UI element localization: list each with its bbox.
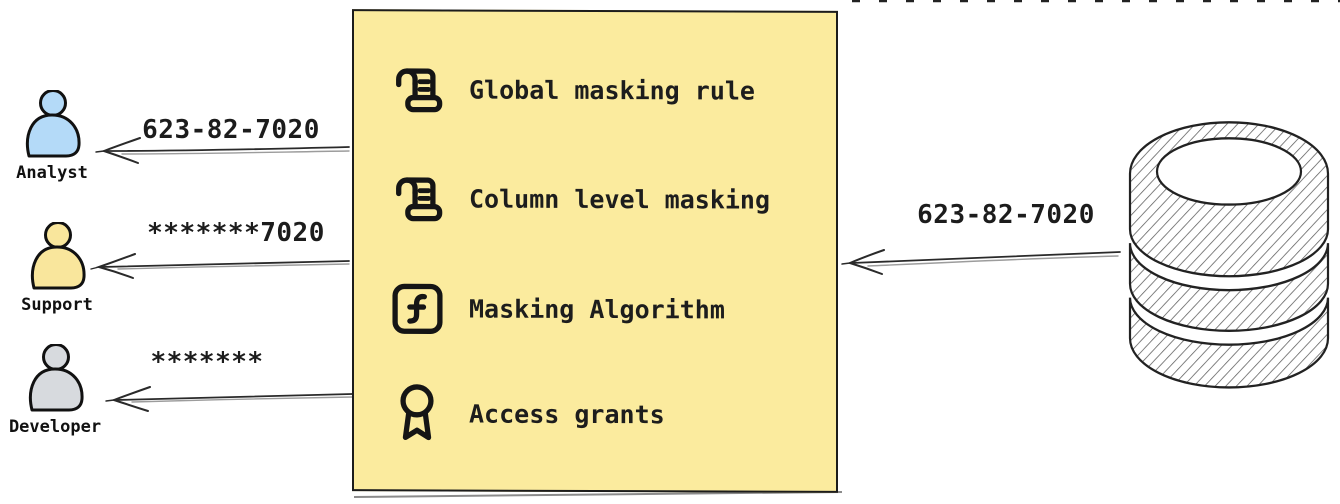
database-icon [1128, 121, 1330, 389]
function-icon [387, 280, 447, 337]
masking-box-item-label: Global masking rule [469, 75, 755, 106]
masking-box-item-label: Masking Algorithm [469, 294, 725, 324]
database-output-value: 623-82-7020 [917, 200, 1095, 230]
box-shadow-line [353, 491, 843, 498]
persona-name-support: Support [21, 295, 93, 315]
arrow-box-to-analyst [95, 137, 350, 164]
arrow-box-to-support [90, 253, 350, 279]
masking-box-item-column-masking: Column level masking [387, 166, 770, 231]
persona-name-analyst: Analyst [16, 163, 88, 183]
award-icon [387, 382, 447, 444]
masking-rules-box: Global masking rule Column level masking [352, 9, 838, 493]
persona-name-developer: Developer [8, 417, 102, 437]
masked-value-support: *******7020 [147, 218, 325, 248]
arrow-database-to-box [841, 249, 1121, 275]
scroll-icon [387, 63, 447, 115]
scroll-icon [387, 172, 447, 224]
masked-value-analyst: 623-82-7020 [142, 115, 320, 145]
masking-box-item-global-rule: Global masking rule [387, 57, 755, 122]
persona-support: Support [2, 222, 112, 315]
user-avatar-icon [26, 90, 81, 158]
user-avatar-icon [29, 344, 84, 412]
persona-analyst: Analyst [0, 90, 107, 183]
masked-value-developer: ******* [150, 347, 264, 377]
masking-box-item-algorithm: Masking Algorithm [387, 276, 725, 341]
user-avatar-icon [31, 222, 86, 290]
masking-box-item-label: Column level masking [469, 184, 771, 215]
persona-developer: Developer [0, 344, 110, 437]
masking-box-item-label: Access grants [469, 399, 665, 429]
arrow-box-to-developer [105, 386, 353, 412]
masking-box-item-access-grants: Access grants [387, 381, 665, 446]
